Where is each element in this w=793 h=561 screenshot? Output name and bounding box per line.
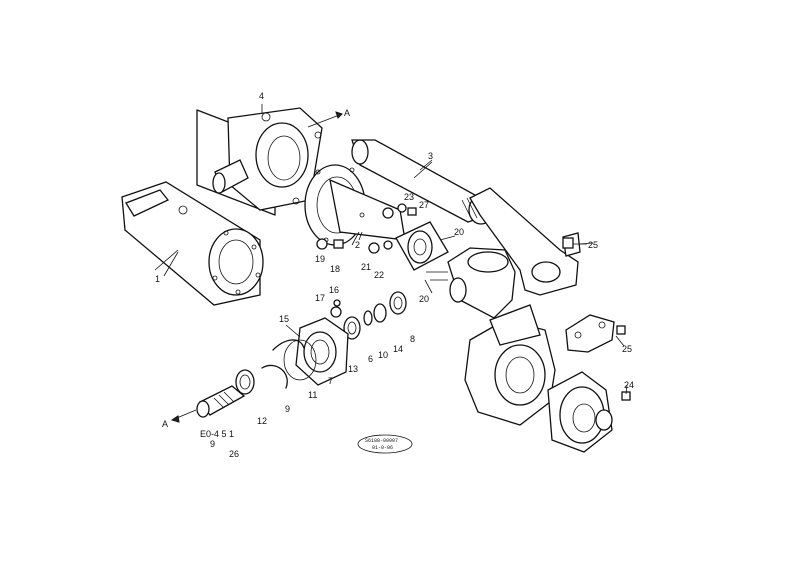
stamp-line1: S6188-00007: [365, 438, 398, 444]
label-4: 4: [259, 91, 264, 101]
stamp-line2: 01-0-06: [372, 445, 393, 451]
final-drive-case: [464, 304, 556, 426]
note-line1: E0-4 5 1: [200, 429, 234, 439]
label-7: 7: [328, 376, 333, 386]
label-25a: 25: [588, 240, 598, 250]
label-25b: 25: [622, 344, 632, 354]
label-2: 2: [355, 240, 360, 250]
hub-flange: [395, 221, 449, 271]
note-line2: 9: [210, 439, 215, 449]
part-4-housing: [196, 104, 343, 216]
part-1-axle-tube: [121, 181, 264, 306]
bracket-lower: [565, 314, 615, 353]
label-21: 21: [361, 262, 371, 272]
label-24: 24: [624, 380, 634, 390]
label-arrow-a-top: A: [344, 108, 350, 118]
note-line3: 26: [229, 449, 239, 459]
drive-pinion: [170, 369, 255, 423]
label-17: 17: [315, 293, 325, 303]
label-16: 16: [329, 285, 339, 295]
label-20a: 20: [454, 227, 464, 237]
part-labels: 4 A 3 1 2 23 27 20 20 25 25 24 19 18 21 …: [155, 91, 634, 429]
label-9: 9: [285, 404, 290, 414]
reference-note: E0-4 5 1 9 26: [200, 429, 239, 459]
label-23: 23: [404, 192, 414, 202]
label-6: 6: [368, 354, 373, 364]
kingpin-housing: [426, 247, 516, 319]
bearing-carrier: [283, 317, 349, 386]
label-22: 22: [374, 270, 384, 280]
label-19: 19: [315, 254, 325, 264]
label-10: 10: [378, 350, 388, 360]
label-20b: 20: [419, 294, 429, 304]
label-14: 14: [393, 344, 403, 354]
drawing-stamp: S6188-00007 01-0-06: [357, 434, 413, 454]
part-2-carrier: [304, 164, 406, 246]
label-15: 15: [279, 314, 289, 324]
leader-lines: [163, 161, 628, 395]
label-arrow-a-bottom: A: [162, 419, 168, 429]
label-11: 11: [308, 390, 317, 400]
label-8: 8: [410, 334, 415, 344]
label-12: 12: [257, 416, 267, 426]
gasket-seal: [261, 324, 305, 389]
label-3: 3: [428, 151, 433, 161]
axle-end-cover: [547, 371, 613, 453]
bolts-right: [562, 237, 631, 401]
label-18: 18: [330, 264, 340, 274]
label-27: 27: [419, 200, 429, 210]
label-13: 13: [348, 364, 358, 374]
small-fasteners: [316, 203, 417, 254]
label-1: 1: [155, 274, 160, 284]
